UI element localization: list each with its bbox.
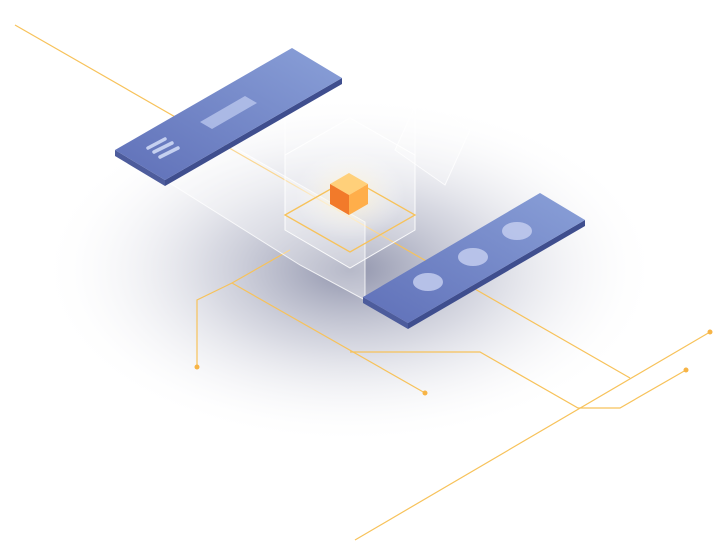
cube-platform-outline xyxy=(283,177,417,253)
search-bar xyxy=(200,96,257,129)
ground-shadow xyxy=(40,95,660,445)
circle-button-3 xyxy=(502,222,532,240)
orange-cube xyxy=(330,173,368,215)
circle-button-2 xyxy=(458,248,488,266)
circle-button-1 xyxy=(413,273,443,291)
menu-icon xyxy=(146,137,180,159)
buttons-panel xyxy=(363,193,585,329)
circuit-dots xyxy=(194,329,713,396)
menu-panel xyxy=(115,48,342,186)
